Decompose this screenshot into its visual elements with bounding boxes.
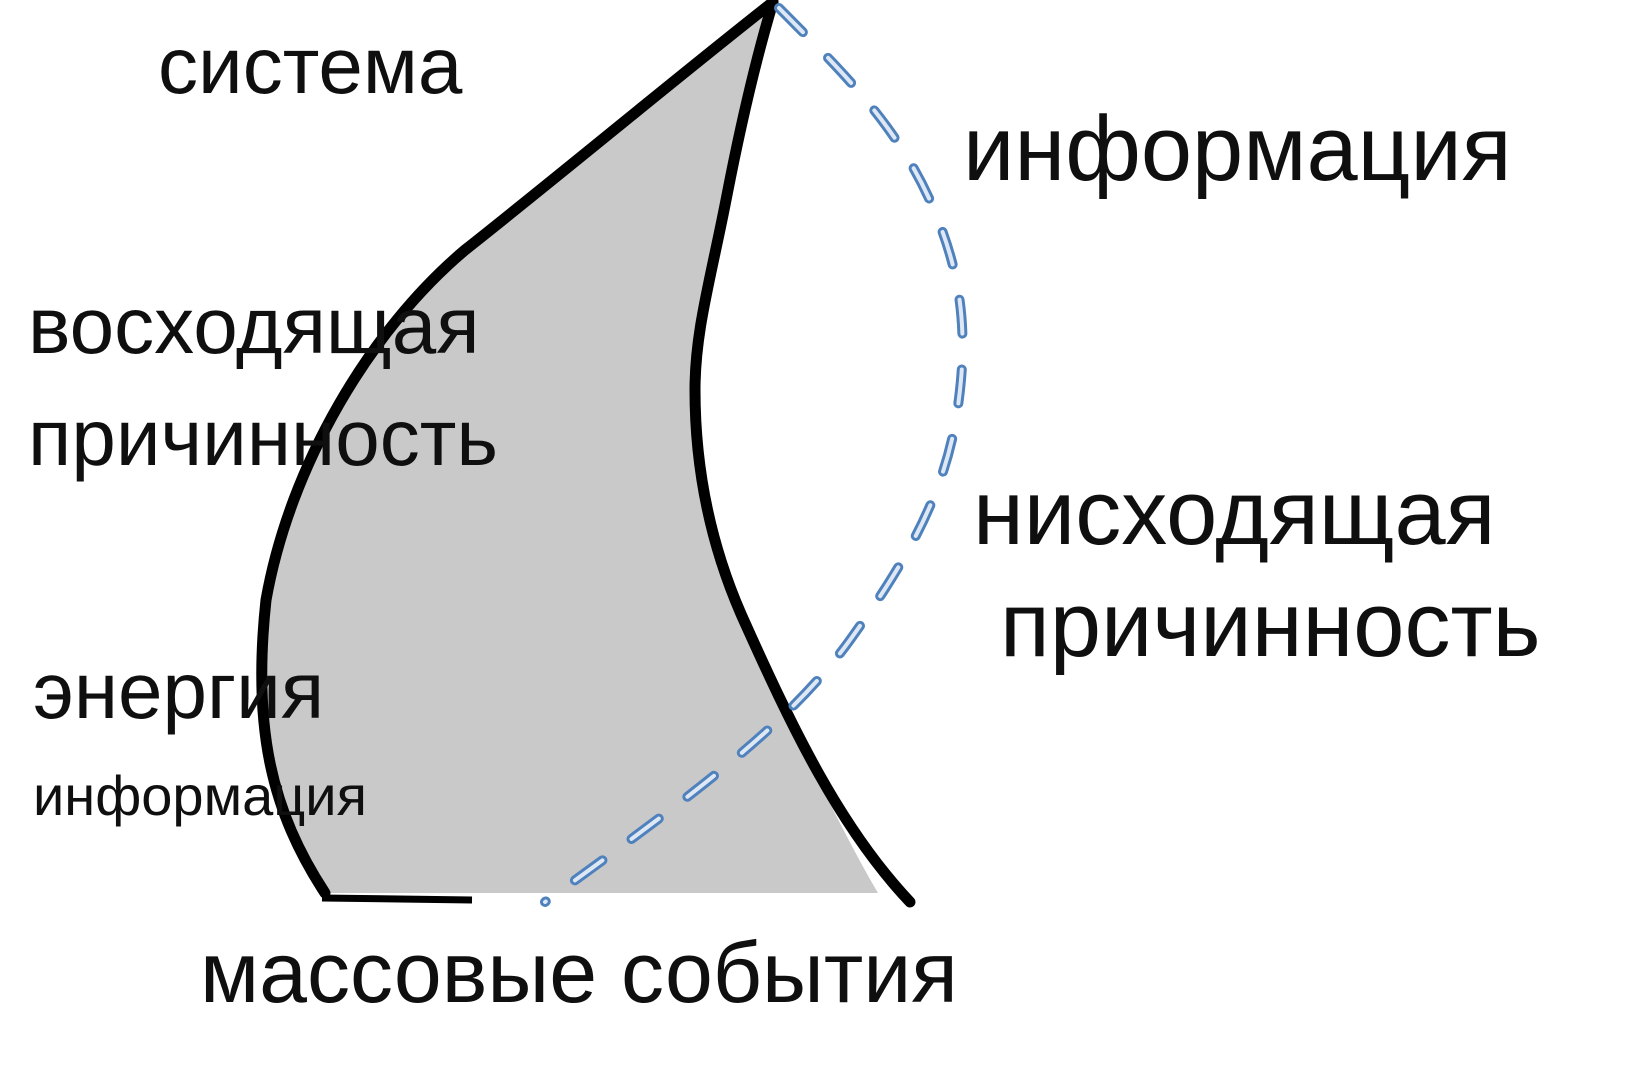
label-descending-causality-line1: нисходящая — [973, 462, 1496, 564]
label-ascending-causality-line1: восходящая — [28, 281, 480, 370]
label-information-small: информация — [33, 764, 367, 827]
label-mass-events: массовые события — [200, 925, 958, 1021]
label-energy: энергия — [33, 646, 325, 735]
descending-causality-dashed-curve-inner — [543, 6, 965, 904]
ascending-causality-curve — [256, 0, 779, 899]
system-sail-shape — [261, 2, 878, 893]
label-system: система — [158, 21, 463, 110]
mass-events-baseline — [321, 894, 473, 904]
label-descending-causality-line2: причинность — [1000, 574, 1541, 676]
label-ascending-causality-line2: причинность — [28, 393, 499, 482]
system-boundary-curve — [689, 0, 916, 908]
label-information: информация — [963, 98, 1512, 200]
